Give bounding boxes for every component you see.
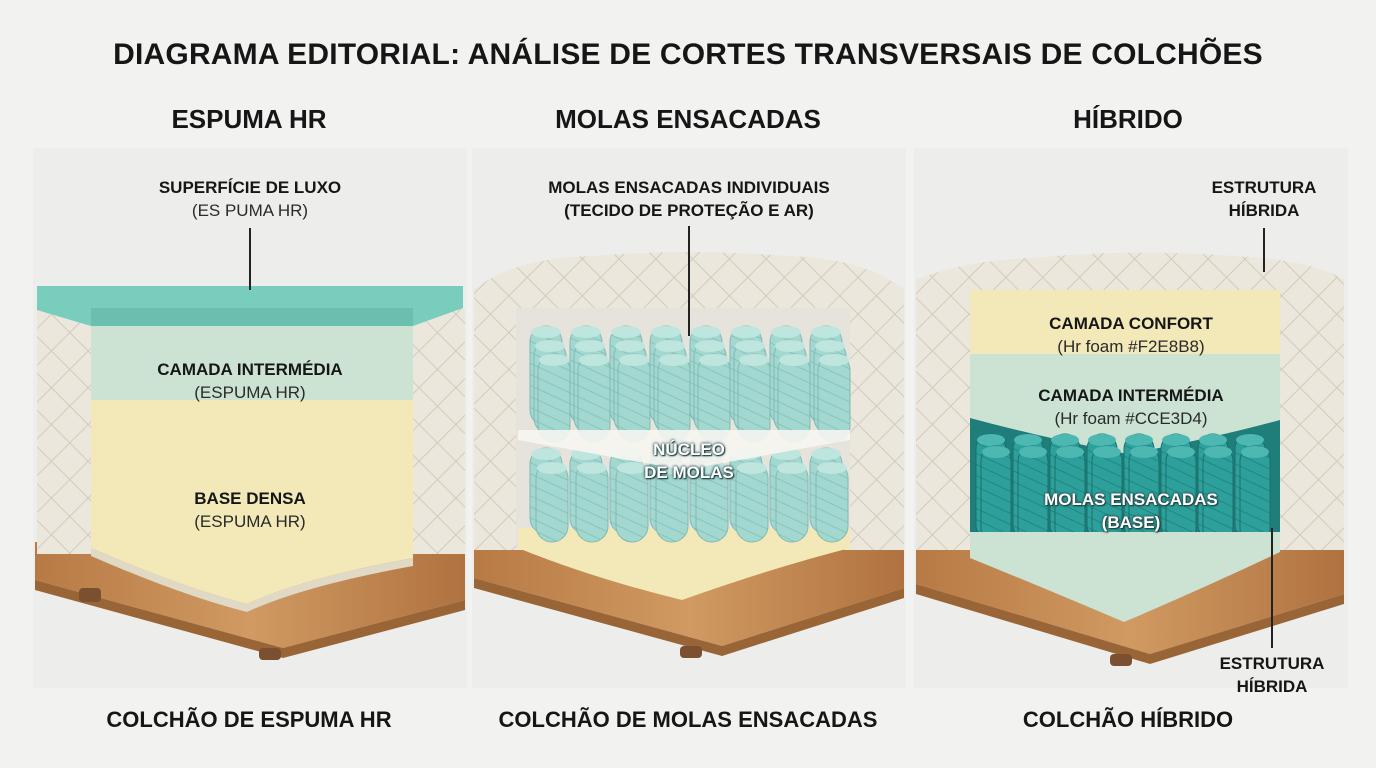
heading-molas-ensacadas: MOLAS ENSACADAS (555, 104, 821, 134)
pocket-spring-top (659, 354, 689, 366)
pocket-spring-grid (529, 325, 851, 543)
diagram-title: DIAGRAMA EDITORIAL: ANÁLISE DE CORTES TR… (113, 38, 1263, 71)
comfort-layer (970, 290, 1280, 354)
quilted-side-left (916, 278, 972, 550)
pocket-spring-top (777, 462, 807, 474)
pocket-spring (697, 353, 731, 443)
pocket-spring-top (577, 462, 607, 474)
pocket-spring-top (617, 462, 647, 474)
pocket-spring-top (531, 448, 561, 460)
pocket-spring (617, 353, 651, 443)
pocket-spring-top (1241, 446, 1269, 458)
hybrid-spring-grid (975, 433, 1271, 545)
label-camada-intermedia-hibrido: CAMADA INTERMÉDIA(Hr foam #CCE3D4) (1038, 386, 1224, 428)
pocket-spring-top (619, 354, 649, 366)
pocket-spring-top (539, 354, 569, 366)
quilted-side-right (409, 308, 465, 554)
pocket-spring-top (771, 326, 801, 338)
pocket-spring-top (535, 340, 565, 352)
pocket-spring (657, 353, 691, 443)
pocket-spring-top (817, 462, 847, 474)
hybrid-mattress-illustration (916, 228, 1344, 666)
pocket-spring-top (1236, 434, 1264, 446)
pocket-spring-top (1019, 446, 1047, 458)
pocket-spring-top (655, 340, 685, 352)
pocket-spring-top (691, 326, 721, 338)
quilted-side-left (37, 308, 95, 554)
footer-colchao-espuma-hr: COLCHÃO DE ESPUMA HR (106, 707, 392, 732)
pocket-spring (577, 353, 611, 443)
pocket-spring (817, 353, 851, 443)
label-base-densa: BASE DENSA(ESPUMA HR) (194, 489, 306, 531)
pocket-spring-top (731, 326, 761, 338)
pocket-spring (737, 353, 771, 443)
foam-mattress-illustration (35, 228, 465, 660)
pocket-spring-top (779, 354, 809, 366)
pocket-spring-top (651, 326, 681, 338)
pocket-spring-top (737, 462, 767, 474)
pocket-spring-top (735, 340, 765, 352)
pocket-spring-top (819, 354, 849, 366)
pocket-spring-top (1093, 446, 1121, 458)
pocket-spring-top (579, 354, 609, 366)
heading-hibrido: HÍBRIDO (1073, 104, 1183, 134)
panel-espuma-hr: SUPERFÍCIE DE LUXO(ES PUMA HR) CAMADA IN… (33, 148, 467, 688)
quilted-side-right (844, 288, 904, 550)
pocket-spring-top (1199, 434, 1227, 446)
heading-espuma-hr: ESPUMA HR (171, 104, 327, 134)
label-molas-ensacadas-base: MOLAS ENSACADAS(BASE) (1044, 490, 1218, 532)
quilted-top-cover (916, 252, 1344, 292)
panel-molas-ensacadas: MOLAS ENSACADAS INDIVIDUAIS(TECIDO DE PR… (472, 148, 906, 688)
pocket-spring-top (1051, 434, 1079, 446)
pocket-spring-top (531, 326, 561, 338)
pocket-spring-top (977, 434, 1005, 446)
pocket-spring (537, 353, 571, 443)
pocket-spring-top (1167, 446, 1195, 458)
spring-mattress-illustration (474, 226, 904, 658)
label-molas-ensacadas-individuais: MOLAS ENSACADAS INDIVIDUAIS(TECIDO DE PR… (548, 178, 830, 220)
pocket-spring-top (1014, 434, 1042, 446)
pocket-spring-top (1088, 434, 1116, 446)
pocket-spring-top (1162, 434, 1190, 446)
dense-base-layer (91, 400, 413, 604)
pocket-spring-top (1204, 446, 1232, 458)
pocket-spring-top (611, 326, 641, 338)
middle-hybrid-layer (970, 354, 1280, 454)
footer-colchao-molas-ensacadas: COLCHÃO DE MOLAS ENSACADAS (498, 707, 878, 732)
pocket-spring-top (1056, 446, 1084, 458)
spring-base-slab (518, 528, 850, 600)
footer-colchao-hibrido: COLCHÃO HÍBRIDO (1022, 707, 1234, 732)
pocket-spring-top (575, 340, 605, 352)
pocket-spring (777, 353, 811, 443)
pocket-spring-top (695, 340, 725, 352)
pocket-spring-top (1130, 446, 1158, 458)
pocket-spring-top (571, 326, 601, 338)
pocket-spring-top (811, 448, 841, 460)
pocket-spring-top (739, 354, 769, 366)
hybrid-bottom-slab (970, 532, 1280, 622)
pocket-spring-top (1125, 434, 1153, 446)
pocket-spring-top (615, 340, 645, 352)
label-superficie-de-luxo: SUPERFÍCIE DE LUXO(ES PUMA HR) (158, 178, 342, 220)
pocket-spring-top (815, 340, 845, 352)
label-camada-confort: CAMADA CONFORT(Hr foam #F2E8B8) (1049, 314, 1213, 356)
label-camada-intermedia: CAMADA INTERMÉDIA(ESPUMA HR) (157, 360, 343, 402)
pocket-spring-top (982, 446, 1010, 458)
pocket-spring-top (699, 354, 729, 366)
pocket-spring-top (811, 326, 841, 338)
quilted-side-right (1278, 278, 1344, 550)
pocket-spring-top (775, 340, 805, 352)
pocket-spring-top (537, 462, 567, 474)
